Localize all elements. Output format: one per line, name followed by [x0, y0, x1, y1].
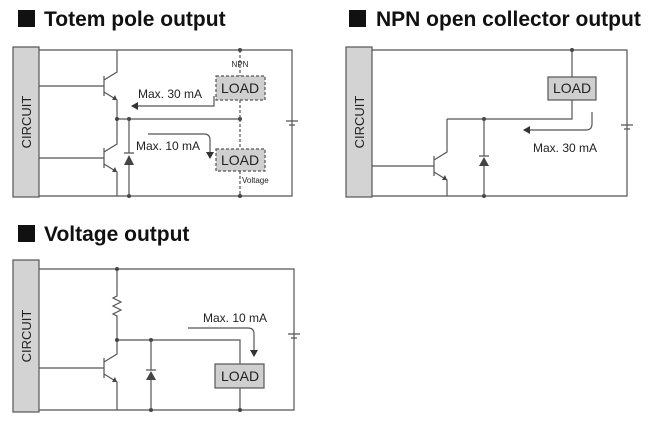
- rail-wires: [39, 268, 295, 411]
- circuit-block-label: CIRCUIT: [19, 310, 34, 363]
- load-box-top: [215, 75, 266, 101]
- load-box: [214, 363, 265, 389]
- battery-symbol: [621, 124, 633, 130]
- current-arrow-top: [131, 96, 215, 110]
- circuit-block: [12, 46, 40, 198]
- load-label: LOAD: [553, 80, 591, 96]
- current-arrow: [523, 112, 593, 134]
- circuit-block-label: CIRCUIT: [19, 96, 34, 149]
- panel-title: Totem pole output: [44, 8, 226, 31]
- zener-diode: [479, 119, 489, 196]
- output-wire: [117, 339, 241, 410]
- battery-symbol: [288, 333, 300, 339]
- battery-symbol: [286, 120, 298, 126]
- circuit-block-label: CIRCUIT: [352, 96, 367, 149]
- npn-label: NPN: [232, 60, 249, 69]
- title-square-icon: [18, 10, 35, 27]
- zener-diode: [124, 119, 134, 196]
- panel-title: NPN open collector output: [376, 8, 641, 31]
- upper-transistor: [39, 50, 118, 119]
- circuit-block: [345, 46, 373, 198]
- current-label: Max. 30 mA: [533, 141, 597, 155]
- current-label: Max. 10 mA: [203, 311, 267, 325]
- load-box: [547, 76, 597, 101]
- current-arrow: [188, 327, 258, 357]
- load-label-top: LOAD: [221, 80, 259, 96]
- panel-npn-open-collector: NPN open collector output CIRCUIT LOAD M…: [345, 8, 641, 198]
- current-label-bottom: Max. 10 mA: [136, 139, 200, 153]
- output-transistor: [39, 340, 118, 410]
- panel-totem-pole: Totem pole output CIRCUIT: [12, 8, 298, 198]
- current-label-top: Max. 30 mA: [138, 87, 202, 101]
- zener-diode: [146, 340, 156, 410]
- load-label-bottom: LOAD: [221, 152, 259, 168]
- output-wire: [447, 50, 573, 120]
- load-label: LOAD: [221, 368, 259, 384]
- panel-voltage-output: Voltage output CIRCUIT LOAD Max. 10 mA: [12, 223, 300, 413]
- panel-title: Voltage output: [44, 223, 189, 246]
- rail-wires: [39, 49, 293, 197]
- title-square-icon: [18, 225, 35, 242]
- load-box-bottom: [215, 148, 266, 172]
- pullup-resistor: [111, 269, 123, 340]
- current-arrow-bottom: [148, 133, 214, 159]
- lower-transistor: [39, 119, 118, 196]
- rail-wires: [372, 49, 628, 197]
- title-square-icon: [349, 10, 366, 27]
- circuit-block: [12, 259, 40, 413]
- voltage-label: Voltage: [242, 176, 269, 185]
- npn-transistor: [372, 119, 448, 196]
